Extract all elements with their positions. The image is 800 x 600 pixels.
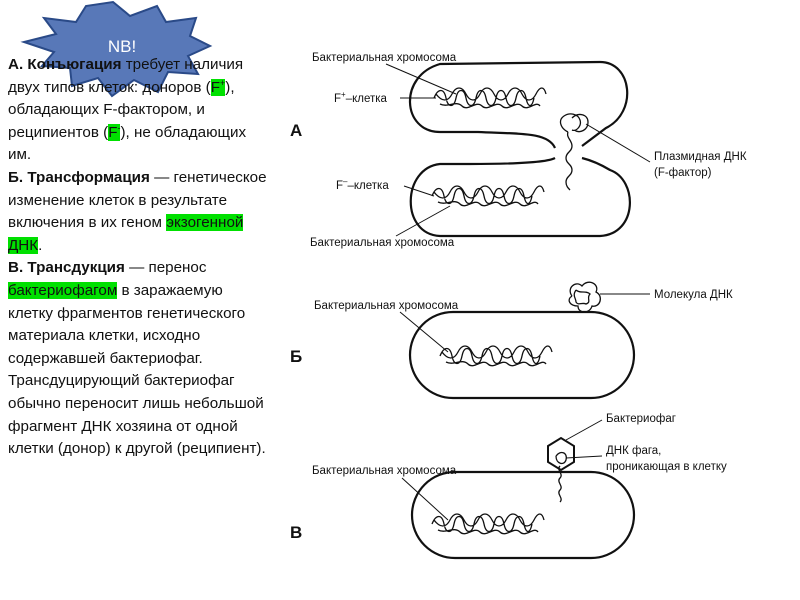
label-plasmid-line2: (F-фактор)	[654, 167, 712, 179]
leader-a-fminus	[404, 186, 434, 196]
label-phage-dna-line2: проникающая в клетку	[606, 461, 727, 473]
label-a-chrom-top: Бактериальная хромосома	[312, 52, 457, 64]
chromosome-a-bottom	[432, 186, 544, 206]
label-phage-dna-line1: ДНК фага,	[606, 445, 661, 457]
label-bacteriophage: Бактериофаг	[606, 413, 676, 425]
label-b-chrom: Бактериальная хромосома	[314, 300, 459, 312]
label-dna-molecule: Молекула ДНК	[654, 289, 733, 301]
transduction-cell	[412, 472, 634, 558]
leader-a-chrom-bottom	[396, 206, 450, 236]
chromosome-v	[432, 514, 544, 534]
leader-v-phage	[566, 420, 602, 440]
label-f-minus-cell: F––клетка	[336, 177, 389, 192]
leader-a-chrom-top	[386, 64, 456, 94]
leader-v-dna	[566, 456, 602, 458]
plasmid-dna	[561, 114, 588, 190]
section-letter-b: Б	[290, 347, 302, 366]
section-letter-v: В	[290, 523, 302, 542]
label-plasmid-line1: Плазмидная ДНК	[654, 151, 747, 163]
chromosome-a-top	[434, 88, 546, 108]
label-a-chrom-bottom: Бактериальная хромосома	[310, 237, 455, 249]
bacteriophage-capsid	[548, 438, 574, 470]
section-letter-a: А	[290, 121, 302, 140]
phage-dna	[556, 453, 566, 502]
leader-b-chrom	[400, 312, 448, 352]
chromosome-b	[440, 346, 552, 366]
label-f-plus-cell: F+–клетка	[334, 90, 388, 105]
label-v-chrom: Бактериальная хромосома	[312, 465, 457, 477]
leader-a-plasmid	[586, 124, 650, 162]
free-dna-molecule	[569, 282, 600, 312]
